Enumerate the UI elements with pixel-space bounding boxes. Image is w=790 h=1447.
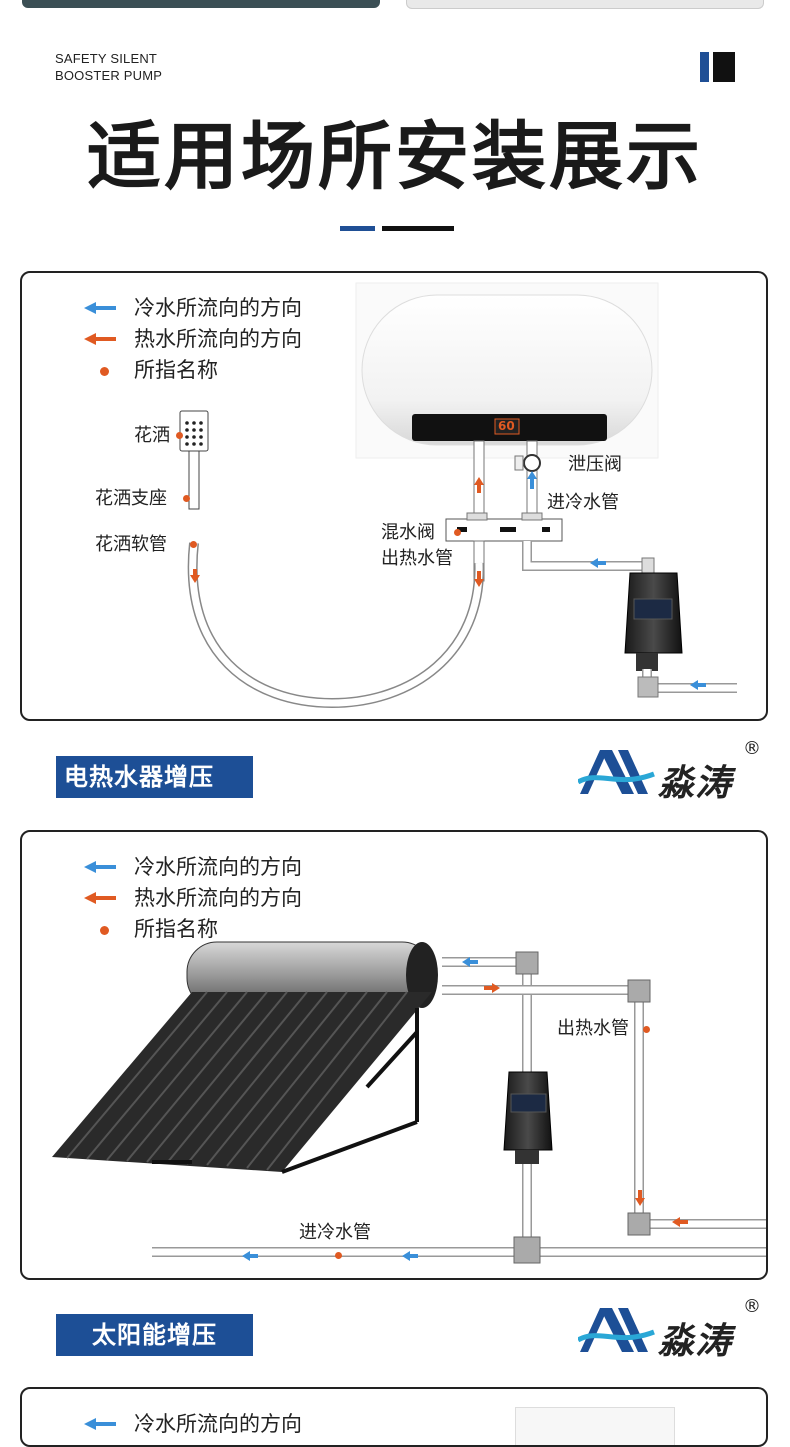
- brand-logo-2: 淼涛 ®: [578, 1296, 768, 1362]
- title-underline-black: [382, 226, 454, 231]
- legend-cold-text: 冷水所流向的方向: [134, 296, 302, 320]
- previous-image-strip-right: [406, 0, 764, 9]
- solar-piping-diagram: [52, 941, 766, 1264]
- label-hot-outlet: 出热水管: [381, 548, 453, 569]
- page-title: 适用场所安装展示: [87, 114, 703, 200]
- legend-hot-text-2: 热水所流向的方向: [134, 886, 302, 910]
- dot-hot-outlet-2: [643, 1026, 650, 1033]
- brand-name: 淼涛: [658, 763, 733, 804]
- name-dot-icon: [100, 367, 109, 376]
- legend-hot-text: 热水所流向的方向: [134, 327, 302, 351]
- brand-name-2: 淼涛: [658, 1321, 733, 1362]
- legend-cold-text-2: 冷水所流向的方向: [134, 855, 302, 879]
- label-hot-outlet-2: 出热水管: [557, 1018, 629, 1039]
- dot-shower-seat: [183, 495, 190, 502]
- label-cold-inlet-2: 进冷水管: [299, 1222, 371, 1243]
- previous-image-strip-left: [22, 0, 380, 8]
- diagram-panel-electric-heater: 冷水所流向的方向 热水所流向的方向 所指名称: [20, 271, 768, 721]
- label-mix-valve: 混水阀: [381, 522, 435, 543]
- label-shower: 花洒: [134, 425, 170, 446]
- legend-name-text: 所指名称: [134, 358, 218, 382]
- cold-arrow-icon: [84, 302, 116, 314]
- brand-mountain-wave-icon: [578, 750, 655, 794]
- label-shower-hose: 花洒软管: [95, 534, 167, 555]
- dot-mix-valve: [454, 529, 461, 536]
- label-cold-inlet: 进冷水管: [547, 492, 619, 513]
- heater-piping-diagram: [179, 282, 737, 709]
- tagline: SAFETY SILENT BOOSTER PUMP: [55, 50, 162, 84]
- section-badge-solar: 太阳能增压: [56, 1314, 253, 1356]
- heater-display: 60: [498, 419, 515, 433]
- tagline-line1: SAFETY SILENT: [55, 51, 158, 66]
- dot-cold-inlet-2: [335, 1252, 342, 1259]
- brand-registered-mark: ®: [743, 738, 761, 759]
- hot-arrow-icon: [84, 892, 116, 904]
- label-shower-seat: 花洒支座: [95, 488, 167, 509]
- brand-mountain-wave-icon: [578, 1308, 655, 1352]
- name-dot-icon: [100, 926, 109, 935]
- brand-registered-mark-2: ®: [743, 1296, 761, 1317]
- hot-arrow-icon: [84, 333, 116, 345]
- third-panel-device-image: [515, 1407, 675, 1445]
- diagram-panel-third: 冷水所流向的方向: [20, 1387, 768, 1447]
- cold-arrow-icon: [84, 861, 116, 873]
- legend-name-text-2: 所指名称: [134, 917, 218, 941]
- legend-cold-text-3: 冷水所流向的方向: [134, 1412, 302, 1436]
- label-relief-valve: 泄压阀: [568, 454, 622, 475]
- dot-shower-hose: [190, 541, 197, 548]
- tagline-line2: BOOSTER PUMP: [55, 68, 163, 83]
- section-badge-electric: 电热水器增压: [56, 756, 253, 798]
- diagram-panel-solar: 冷水所流向的方向 热水所流向的方向 所指名称: [20, 830, 768, 1280]
- decor-blue-bar: [700, 52, 709, 82]
- dot-shower: [176, 432, 183, 439]
- decor-black-bar: [713, 52, 735, 82]
- cold-arrow-icon: [84, 1418, 116, 1430]
- brand-logo-1: 淼涛 ®: [578, 738, 768, 804]
- title-underline-blue: [340, 226, 375, 231]
